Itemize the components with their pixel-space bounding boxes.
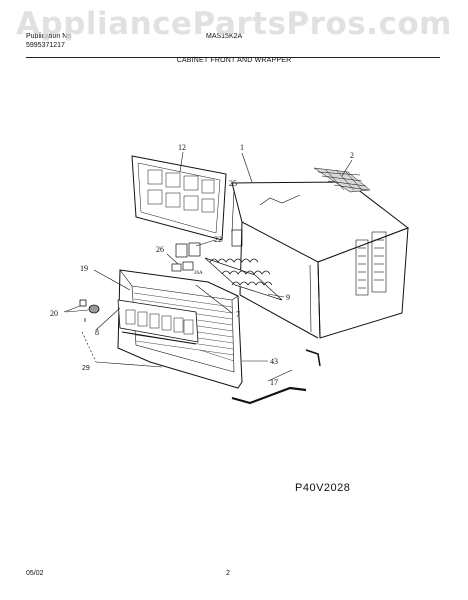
callout-9: 9 xyxy=(286,293,290,302)
callout-43: 43 xyxy=(270,357,278,366)
callout-25: 25 xyxy=(229,179,237,188)
cabinet-wrapper xyxy=(231,181,410,339)
callout-8: 8 xyxy=(95,328,99,337)
publication-label: Publication No xyxy=(26,33,72,40)
callout-19: 19 xyxy=(80,264,88,273)
callout-labels: 12 1 2 25 22 26 26A 19 9 8 7 20 29 43 17 xyxy=(50,143,354,387)
callout-7: 7 xyxy=(236,310,240,319)
gasket-strip xyxy=(231,386,307,405)
seal-strip xyxy=(305,349,321,367)
callout-26a: 26A xyxy=(194,271,203,276)
callout-20: 20 xyxy=(50,309,58,318)
drawing-code: P40V2028 xyxy=(295,482,351,494)
callout-26: 26 xyxy=(156,245,164,254)
side-louvers xyxy=(355,231,387,296)
control-components xyxy=(171,229,243,272)
callout-1: 1 xyxy=(240,143,244,152)
section-title: CABINET FRONT AND WRAPPER xyxy=(176,57,292,64)
knob-parts xyxy=(79,299,100,322)
model-number: MAS15K2A xyxy=(206,33,243,40)
air-filter xyxy=(131,155,227,241)
front-grille xyxy=(117,269,243,389)
evaporator-coil xyxy=(204,257,283,301)
header-rule xyxy=(26,57,440,58)
publication-number: 5995371217 xyxy=(26,42,65,49)
leader-lines xyxy=(63,151,353,382)
mesh-screen xyxy=(313,167,371,193)
callout-29: 29 xyxy=(82,365,90,372)
callout-22: 22 xyxy=(214,235,222,244)
callout-17: 17 xyxy=(270,378,278,387)
callout-12: 12 xyxy=(178,143,186,152)
footer-page-number: 2 xyxy=(226,570,230,577)
footer-date: 05/02 xyxy=(26,570,44,577)
callout-2: 2 xyxy=(350,151,354,160)
